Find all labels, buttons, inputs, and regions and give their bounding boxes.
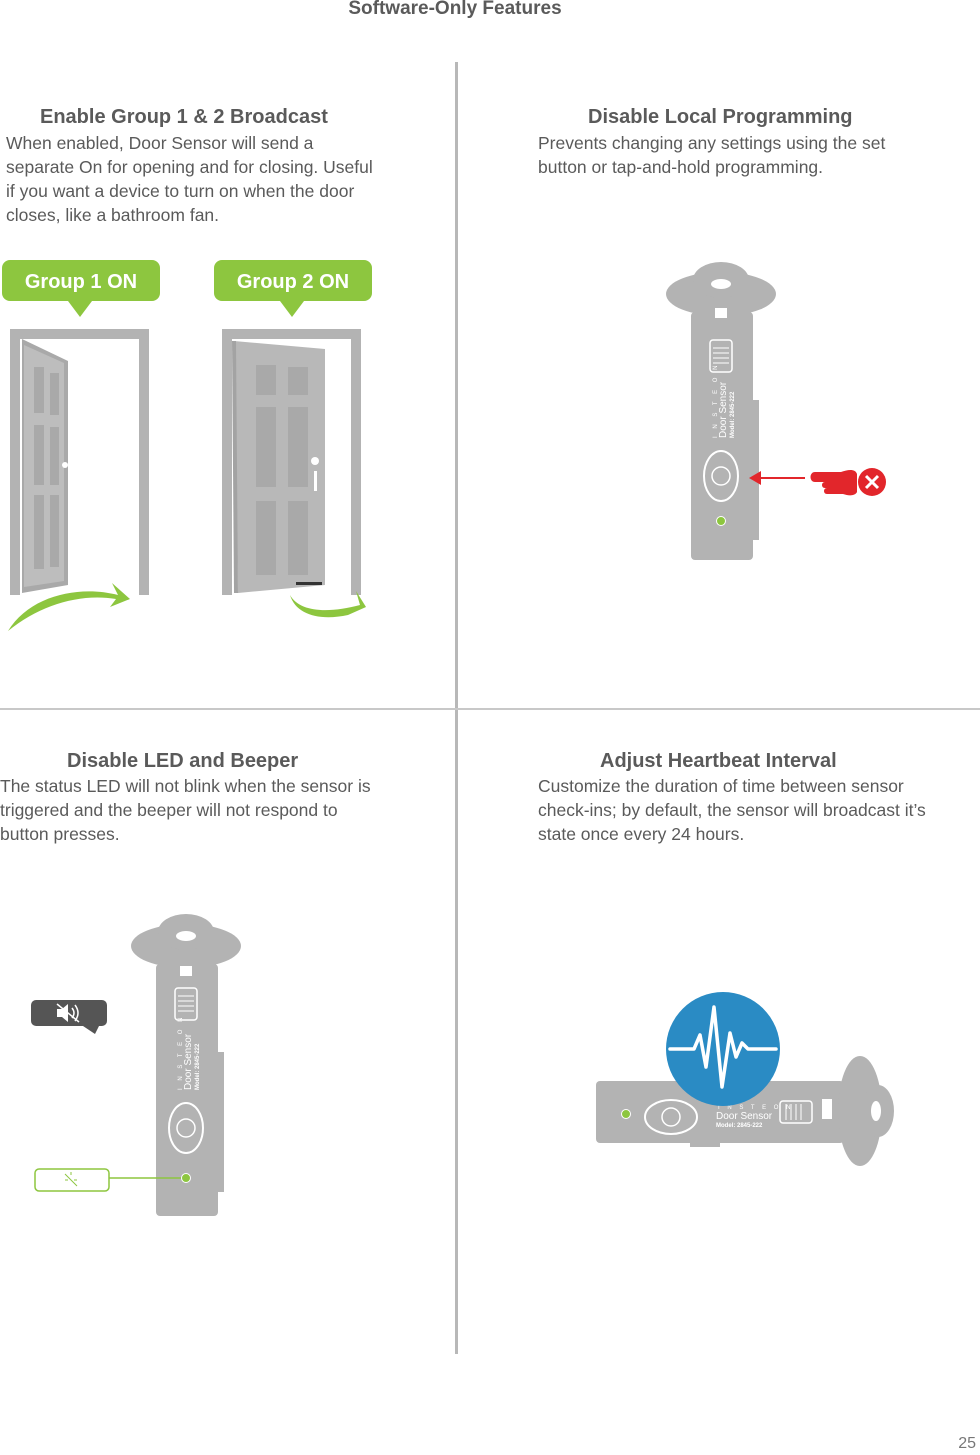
door-sensor-device-horizontal: I N S T E O N Door Sensor Model: 2845-22… xyxy=(596,1056,894,1166)
device-name: Door Sensor xyxy=(716,1111,773,1122)
heartbeat-icon xyxy=(666,992,780,1106)
section-body-local-programming: Prevents changing any settings using the… xyxy=(538,133,886,177)
section-body-led-beeper: The status LED will not blink when the s… xyxy=(0,776,371,844)
device-brand: I N S T E O N xyxy=(178,1015,184,1090)
door-sensor-device: I N S T E O N Door Sensor Model: 2845-22… xyxy=(131,914,241,1216)
page-title: Software-Only Features xyxy=(348,0,562,19)
door-open-close-illustration: Group 1 ON Group 2 ON xyxy=(2,260,372,631)
section-body-group-broadcast: When enabled, Door Sensor will send a se… xyxy=(6,133,373,225)
door-sensor-local-programming: I N S T E O N Door Sensor Model: 2845-22… xyxy=(666,262,886,560)
led-off-icon xyxy=(34,1168,181,1192)
group1-label: Group 1 ON xyxy=(25,271,137,293)
device-model: Model: 2845-222 xyxy=(716,1123,763,1129)
page-number: 25 xyxy=(958,1435,976,1452)
device-name: Door Sensor xyxy=(718,381,729,438)
group2-label: Group 2 ON xyxy=(237,271,349,293)
section-title-group-broadcast: Enable Group 1 & 2 Broadcast xyxy=(40,106,328,128)
section-title-heartbeat: Adjust Heartbeat Interval xyxy=(600,750,837,772)
door-sensor-heartbeat: I N S T E O N Door Sensor Model: 2845-22… xyxy=(596,992,894,1166)
device-name: Door Sensor xyxy=(183,1033,194,1090)
section-title-local-programming: Disable Local Programming xyxy=(588,106,853,128)
set-button-arrow xyxy=(749,471,805,485)
x-circle-icon xyxy=(858,468,886,496)
device-brand: I N S T E O N xyxy=(718,1105,793,1111)
group1-speech-bubble: Group 1 ON xyxy=(2,260,160,317)
open-door xyxy=(8,329,149,631)
pointing-hand-icon xyxy=(810,470,857,496)
horizontal-divider xyxy=(0,708,980,710)
door-sensor-led-beeper: I N S T E O N Door Sensor Model: 2845-22… xyxy=(31,914,241,1216)
section-body-heartbeat: Customize the duration of time between s… xyxy=(538,776,926,844)
door-sensor-device: I N S T E O N Door Sensor Model: 2845-22… xyxy=(666,262,776,560)
device-model: Model: 2845-222 xyxy=(195,1043,201,1090)
device-model: Model: 2845-222 xyxy=(730,391,736,438)
group2-speech-bubble: Group 2 ON xyxy=(214,260,372,317)
device-brand: I N S T E O N xyxy=(713,363,719,438)
section-title-led-beeper: Disable LED and Beeper xyxy=(67,750,299,772)
closing-door xyxy=(222,329,366,618)
speaker-muted-icon xyxy=(31,1000,107,1034)
